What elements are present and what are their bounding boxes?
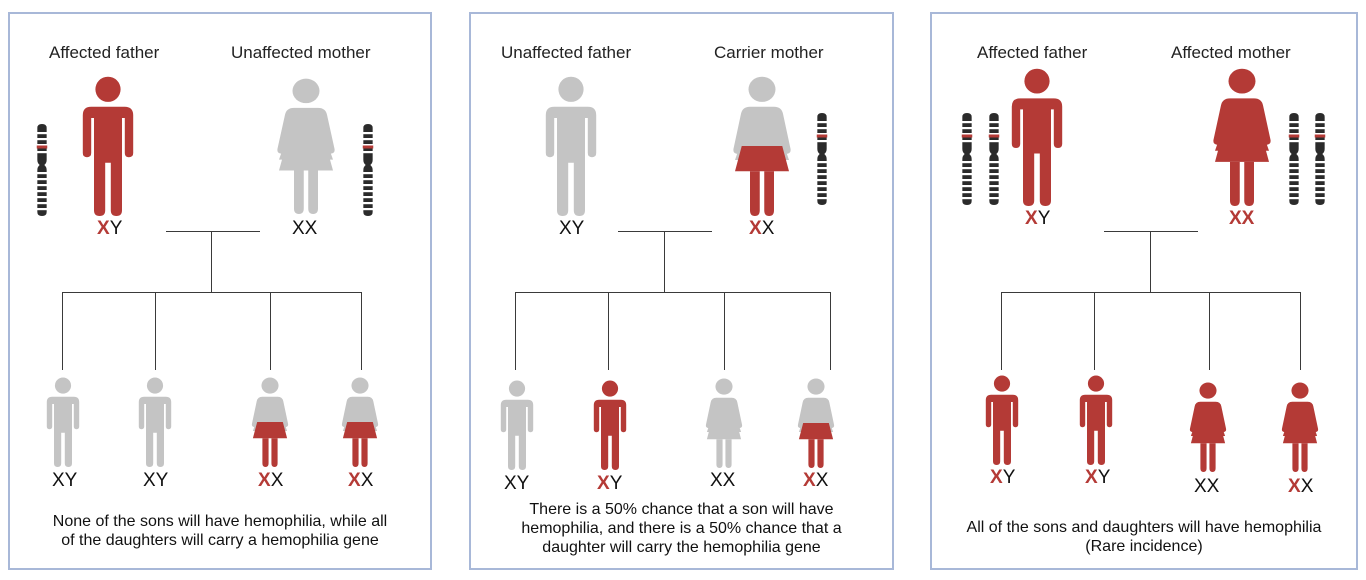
- parent1-genotype: XY: [1025, 208, 1051, 229]
- male-figure-icon: [1011, 68, 1063, 206]
- pedigree-line: [830, 292, 831, 370]
- pedigree-line: [1104, 231, 1198, 232]
- caption: None of the sons will have hemophilia, w…: [52, 513, 388, 549]
- parent1-genotype: XY: [97, 218, 123, 239]
- pedigree-line: [211, 231, 212, 292]
- female-figure-icon: [797, 378, 835, 468]
- pedigree-line: [1150, 231, 1151, 292]
- male-figure-icon: [500, 380, 534, 470]
- parent1-genotype: XY: [559, 218, 585, 239]
- child-genotype: XY: [52, 470, 78, 491]
- female-figure-icon: [1189, 382, 1227, 472]
- chromosome-icon: [1288, 113, 1300, 205]
- male-figure-icon: [593, 380, 627, 470]
- male-figure-icon: [545, 76, 597, 216]
- chromosome-icon: [988, 113, 1000, 205]
- pedigree-line: [1300, 292, 1301, 370]
- parent1-label: Affected father: [977, 43, 1088, 62]
- male-figure-icon: [1079, 375, 1113, 465]
- pedigree-line: [1001, 292, 1002, 370]
- child-genotype: XY: [504, 473, 530, 494]
- panel-carrier-mother: [469, 12, 894, 570]
- parent1-label: Affected father: [49, 43, 160, 62]
- parent2-genotype: XX: [749, 218, 775, 239]
- pedigree-line: [515, 292, 831, 293]
- female-figure-icon: [251, 377, 289, 467]
- pedigree-line: [1094, 292, 1095, 370]
- pedigree-line: [1001, 292, 1301, 293]
- child-genotype: XX: [1194, 476, 1220, 497]
- parent2-genotype: XX: [1229, 208, 1255, 229]
- pedigree-line: [62, 292, 362, 293]
- female-figure-icon: [733, 76, 791, 216]
- female-figure-icon: [1213, 68, 1271, 206]
- child-genotype: XX: [1288, 476, 1314, 497]
- female-figure-icon: [1281, 382, 1319, 472]
- pedigree-line: [608, 292, 609, 370]
- panel-affected-parents: [930, 12, 1358, 570]
- child-genotype: XY: [1085, 467, 1111, 488]
- child-genotype: XX: [710, 470, 736, 491]
- male-figure-icon: [985, 375, 1019, 465]
- pedigree-line: [1209, 292, 1210, 370]
- pedigree-line: [62, 292, 63, 370]
- male-figure-icon: [82, 76, 134, 216]
- child-genotype: XX: [258, 470, 284, 491]
- pedigree-line: [166, 231, 260, 232]
- chromosome-icon: [1314, 113, 1326, 205]
- pedigree-line: [618, 231, 712, 232]
- child-genotype: XX: [348, 470, 374, 491]
- parent2-label: Unaffected mother: [231, 43, 371, 62]
- chromosome-icon: [816, 113, 828, 205]
- pedigree-line: [270, 292, 271, 370]
- female-figure-icon: [341, 377, 379, 467]
- chromosome-icon: [961, 113, 973, 205]
- child-genotype: XY: [597, 473, 623, 494]
- female-figure-icon: [277, 78, 335, 214]
- child-genotype: XY: [143, 470, 169, 491]
- female-figure-icon: [705, 378, 743, 468]
- child-genotype: XY: [990, 467, 1016, 488]
- parent2-label: Carrier mother: [714, 43, 824, 62]
- pedigree-line: [724, 292, 725, 370]
- chromosome-icon: [36, 124, 48, 216]
- caption: There is a 50% chance that a son will ha…: [521, 501, 842, 556]
- panel-affected-father: [8, 12, 432, 570]
- parent2-genotype: XX: [292, 218, 318, 239]
- parent2-label: Affected mother: [1171, 43, 1291, 62]
- pedigree-line: [155, 292, 156, 370]
- pedigree-line: [515, 292, 516, 370]
- pedigree-line: [361, 292, 362, 370]
- male-figure-icon: [138, 377, 172, 467]
- pedigree-line: [664, 231, 665, 292]
- caption: All of the sons and daughters will have …: [966, 519, 1322, 555]
- parent1-label: Unaffected father: [501, 43, 632, 62]
- chromosome-icon: [362, 124, 374, 216]
- male-figure-icon: [46, 377, 80, 467]
- child-genotype: XX: [803, 470, 829, 491]
